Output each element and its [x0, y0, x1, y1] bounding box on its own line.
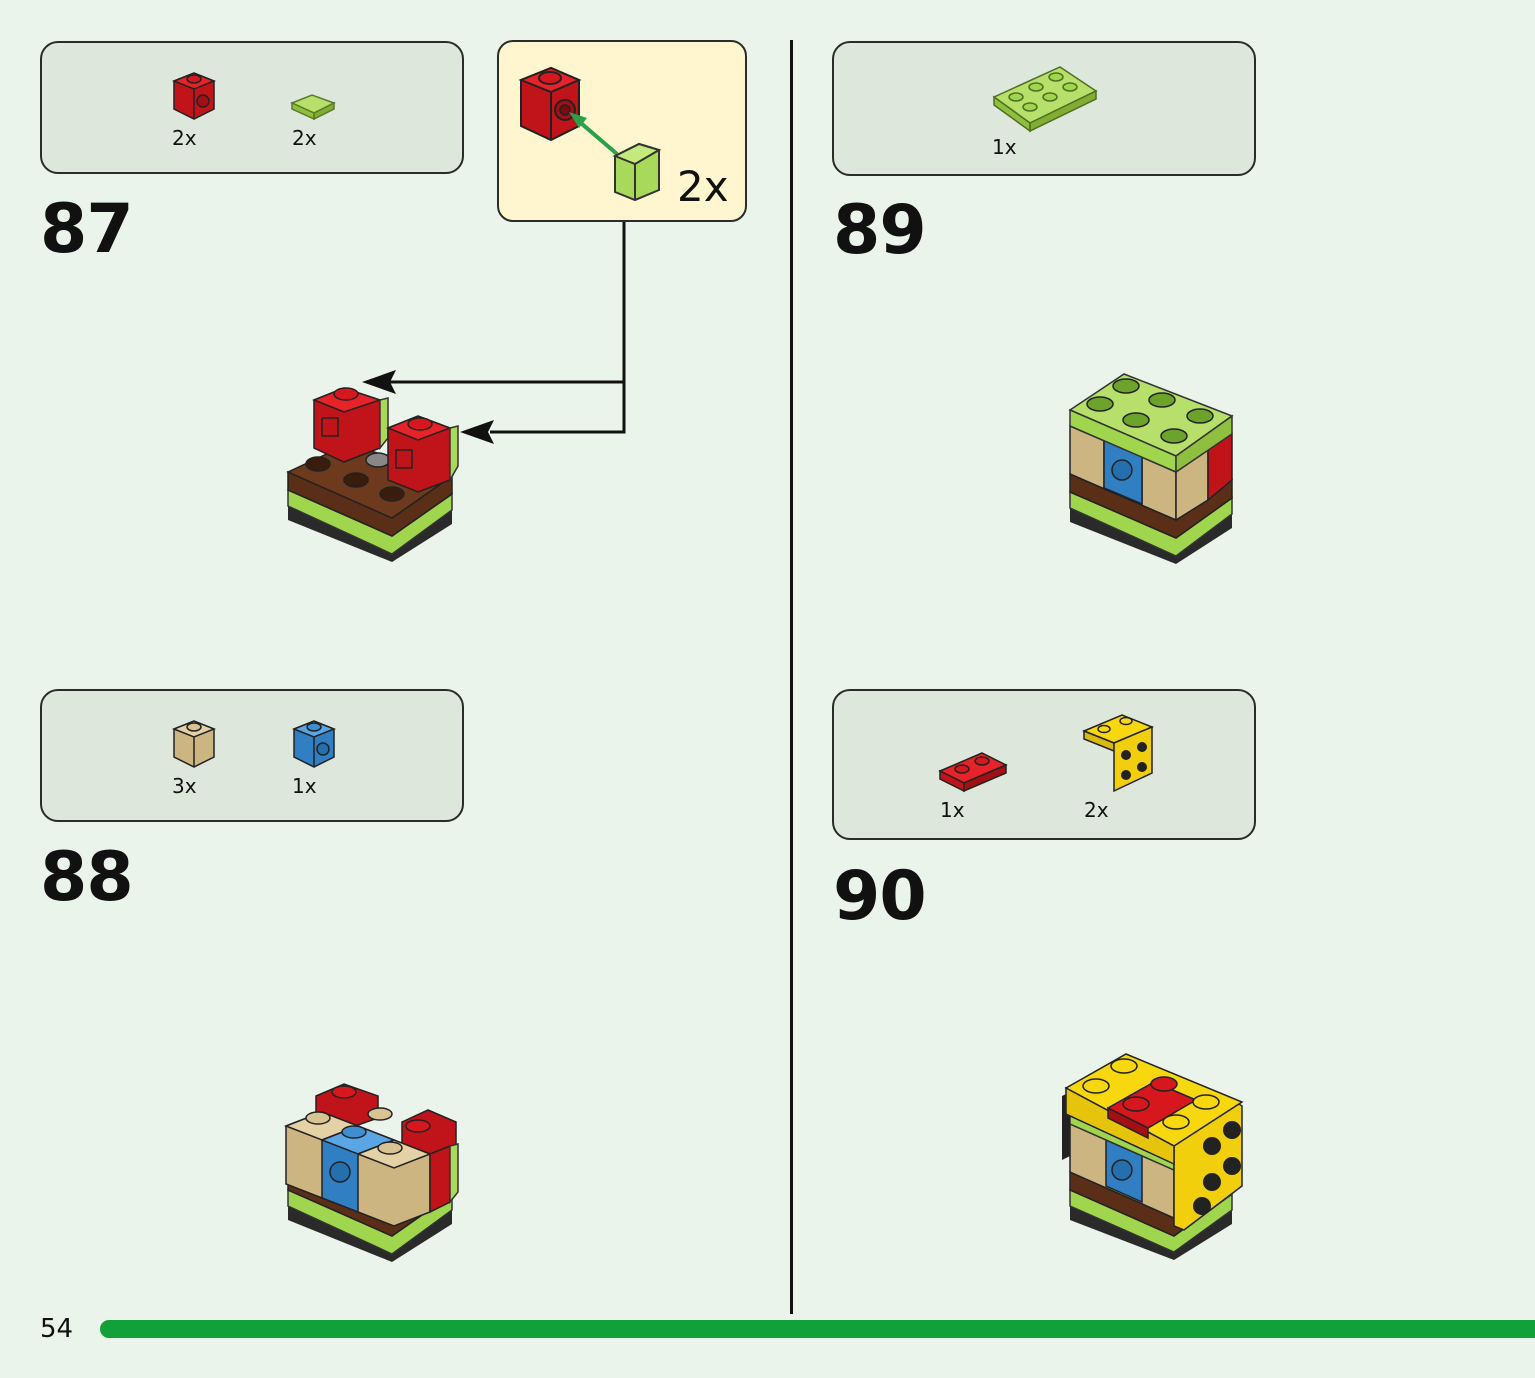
progress-bar: [100, 1320, 1535, 1338]
step-number-90: 90: [833, 857, 927, 936]
callout-qty: 2x: [677, 162, 729, 211]
sub-assembly-callout: 2x: [497, 40, 747, 222]
red-1x2-plate-icon: [938, 752, 1008, 793]
part-qty: 1x: [992, 135, 1017, 159]
step-89-model: [1068, 373, 1234, 564]
blue-1x1-brick-with-side-stud-icon: [291, 720, 337, 768]
step-number-87: 87: [40, 190, 134, 269]
column-divider: [790, 40, 793, 1314]
step-number-89: 89: [833, 191, 927, 270]
part-qty: 1x: [940, 798, 965, 822]
red-brick-with-lime-tile-attach-icon: [518, 66, 662, 202]
parts-box-step-89: 1x: [832, 41, 1256, 176]
parts-box-step-90: 1x 2x: [832, 689, 1256, 840]
part-qty: 2x: [1084, 798, 1109, 822]
tan-1x1-brick-icon: [171, 720, 217, 768]
step-number-88: 88: [40, 838, 134, 917]
lime-1x1-tile-icon: [290, 94, 336, 121]
part-qty: 3x: [172, 774, 197, 798]
yellow-bracket-icon: [1082, 714, 1154, 793]
step-87-model: [286, 387, 459, 562]
part-qty: 2x: [292, 126, 317, 150]
parts-box-step-88: 3x 1x: [40, 689, 464, 822]
red-1x1-brick-with-side-stud-icon: [171, 72, 217, 120]
lime-2x3-plate-icon: [992, 66, 1098, 133]
parts-box-step-87: 2x 2x: [40, 41, 464, 174]
part-qty: 1x: [292, 774, 317, 798]
part-qty: 2x: [172, 126, 197, 150]
step-90-model: [1062, 1053, 1244, 1260]
step-88-model: [283, 1083, 459, 1262]
page-number: 54: [40, 1314, 74, 1344]
